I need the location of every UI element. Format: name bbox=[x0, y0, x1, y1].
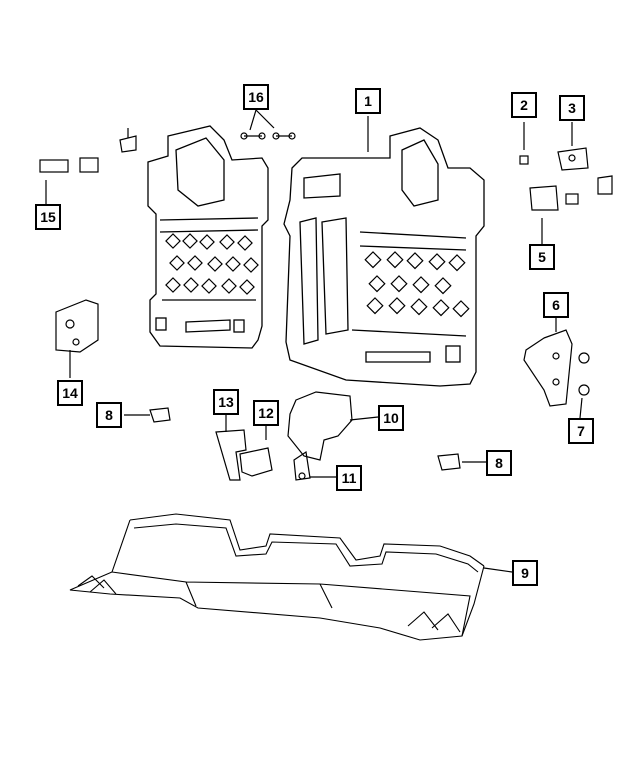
callout-1: 1 bbox=[355, 88, 381, 114]
callout-14: 14 bbox=[57, 380, 83, 406]
callout-7: 7 bbox=[568, 418, 594, 444]
part-14-hinge bbox=[55, 299, 99, 353]
part-8-buttons bbox=[149, 407, 461, 471]
callout-8-right: 8 bbox=[486, 450, 512, 476]
part-7-nuts bbox=[578, 352, 590, 396]
callout-13: 13 bbox=[213, 389, 239, 415]
callout-8-left: 8 bbox=[96, 402, 122, 428]
callout-3: 3 bbox=[559, 95, 585, 121]
callout-16: 16 bbox=[243, 84, 269, 110]
part-striker-top bbox=[119, 128, 137, 153]
seat-back-left bbox=[147, 125, 269, 349]
part-6-hinge bbox=[523, 329, 573, 407]
leader-lines bbox=[45, 109, 583, 573]
callout-2: 2 bbox=[511, 92, 537, 118]
part-10-hinge bbox=[287, 391, 353, 481]
callout-5: 5 bbox=[529, 244, 555, 270]
part-12-latch bbox=[239, 447, 273, 477]
seat-back-left-cutouts bbox=[165, 233, 259, 295]
callout-15: 15 bbox=[35, 204, 61, 230]
part-2-clip bbox=[519, 155, 529, 165]
callout-10: 10 bbox=[378, 405, 404, 431]
part-5-bracket bbox=[529, 175, 613, 211]
part-3-latch bbox=[557, 147, 589, 171]
callout-12: 12 bbox=[253, 400, 279, 426]
part-16-pins bbox=[240, 132, 296, 140]
callout-6: 6 bbox=[543, 292, 569, 318]
callout-9: 9 bbox=[512, 560, 538, 586]
part-13-bracket bbox=[215, 429, 247, 481]
callout-11: 11 bbox=[336, 465, 362, 491]
part-15-rod bbox=[39, 157, 99, 173]
seat-frame-wire bbox=[69, 513, 485, 641]
seat-back-right bbox=[283, 127, 485, 387]
seat-back-right-cutouts bbox=[364, 251, 470, 318]
